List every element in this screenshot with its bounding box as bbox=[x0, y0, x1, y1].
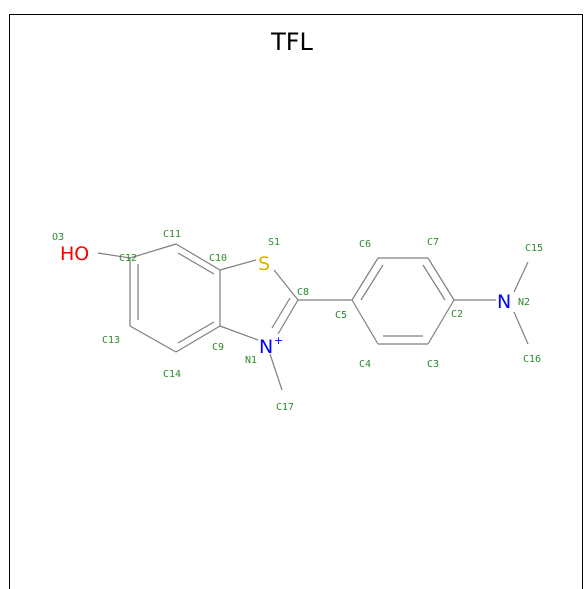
molecule-title: TFL bbox=[271, 28, 313, 56]
bond-c9-c14 bbox=[175, 325, 221, 353]
bond-c9-c14-inner bbox=[177, 321, 215, 344]
bond-n1-c9 bbox=[219, 325, 259, 341]
bond-n1-c17 bbox=[269, 353, 283, 391]
bond-c5-c6-inner bbox=[360, 264, 384, 301]
label-c15: C15 bbox=[525, 243, 543, 254]
label-c5: C5 bbox=[335, 310, 347, 321]
figure-frame bbox=[9, 14, 583, 589]
bonds bbox=[97, 243, 529, 391]
atom-n2: N bbox=[497, 291, 511, 313]
bond-n2-c15 bbox=[513, 261, 529, 293]
label-c7: C7 bbox=[427, 237, 439, 248]
label-c12: C12 bbox=[119, 253, 137, 264]
label-c9: C9 bbox=[212, 342, 224, 353]
label-c16: C16 bbox=[523, 354, 541, 365]
bond-c4-c5 bbox=[351, 299, 379, 345]
label-c3: C3 bbox=[427, 359, 439, 370]
label-c4: C4 bbox=[359, 359, 371, 370]
bond-c11-c10 bbox=[175, 243, 221, 271]
label-c13: C13 bbox=[102, 335, 120, 346]
label-c2: C2 bbox=[451, 309, 463, 320]
bond-c7-c2-inner bbox=[422, 264, 446, 301]
atom-n1-charge: + bbox=[274, 334, 283, 347]
atom-n1: N bbox=[259, 336, 273, 358]
label-o3: O3 bbox=[52, 232, 64, 243]
label-n1: N1 bbox=[245, 355, 257, 366]
label-c6: C6 bbox=[359, 239, 371, 250]
label-c10: C10 bbox=[209, 253, 227, 264]
label-c14: C14 bbox=[163, 369, 181, 380]
label-n2: N2 bbox=[518, 297, 530, 308]
label-c8: C8 bbox=[297, 287, 309, 298]
bond-o3-c12 bbox=[97, 252, 131, 259]
bond-c2-c3 bbox=[427, 299, 455, 345]
label-s1: S1 bbox=[268, 237, 280, 248]
atom-s: S bbox=[258, 253, 270, 275]
label-c11: C11 bbox=[163, 229, 181, 240]
bond-c8-n1 bbox=[277, 299, 299, 335]
bond-c14-c13 bbox=[129, 325, 177, 353]
label-c17: C17 bbox=[276, 402, 294, 413]
bond-c5-c6 bbox=[351, 257, 379, 301]
bond-c11-c10-inner bbox=[177, 252, 215, 275]
bond-n2-c16 bbox=[513, 311, 529, 345]
bond-c7-c2 bbox=[427, 257, 455, 301]
atom-ho: HO bbox=[60, 243, 89, 265]
bond-c12-c11 bbox=[129, 243, 177, 259]
bond-c10-s1 bbox=[219, 259, 257, 271]
bond-c8-n1-double bbox=[271, 297, 291, 329]
bond-s1-c8 bbox=[273, 269, 299, 301]
